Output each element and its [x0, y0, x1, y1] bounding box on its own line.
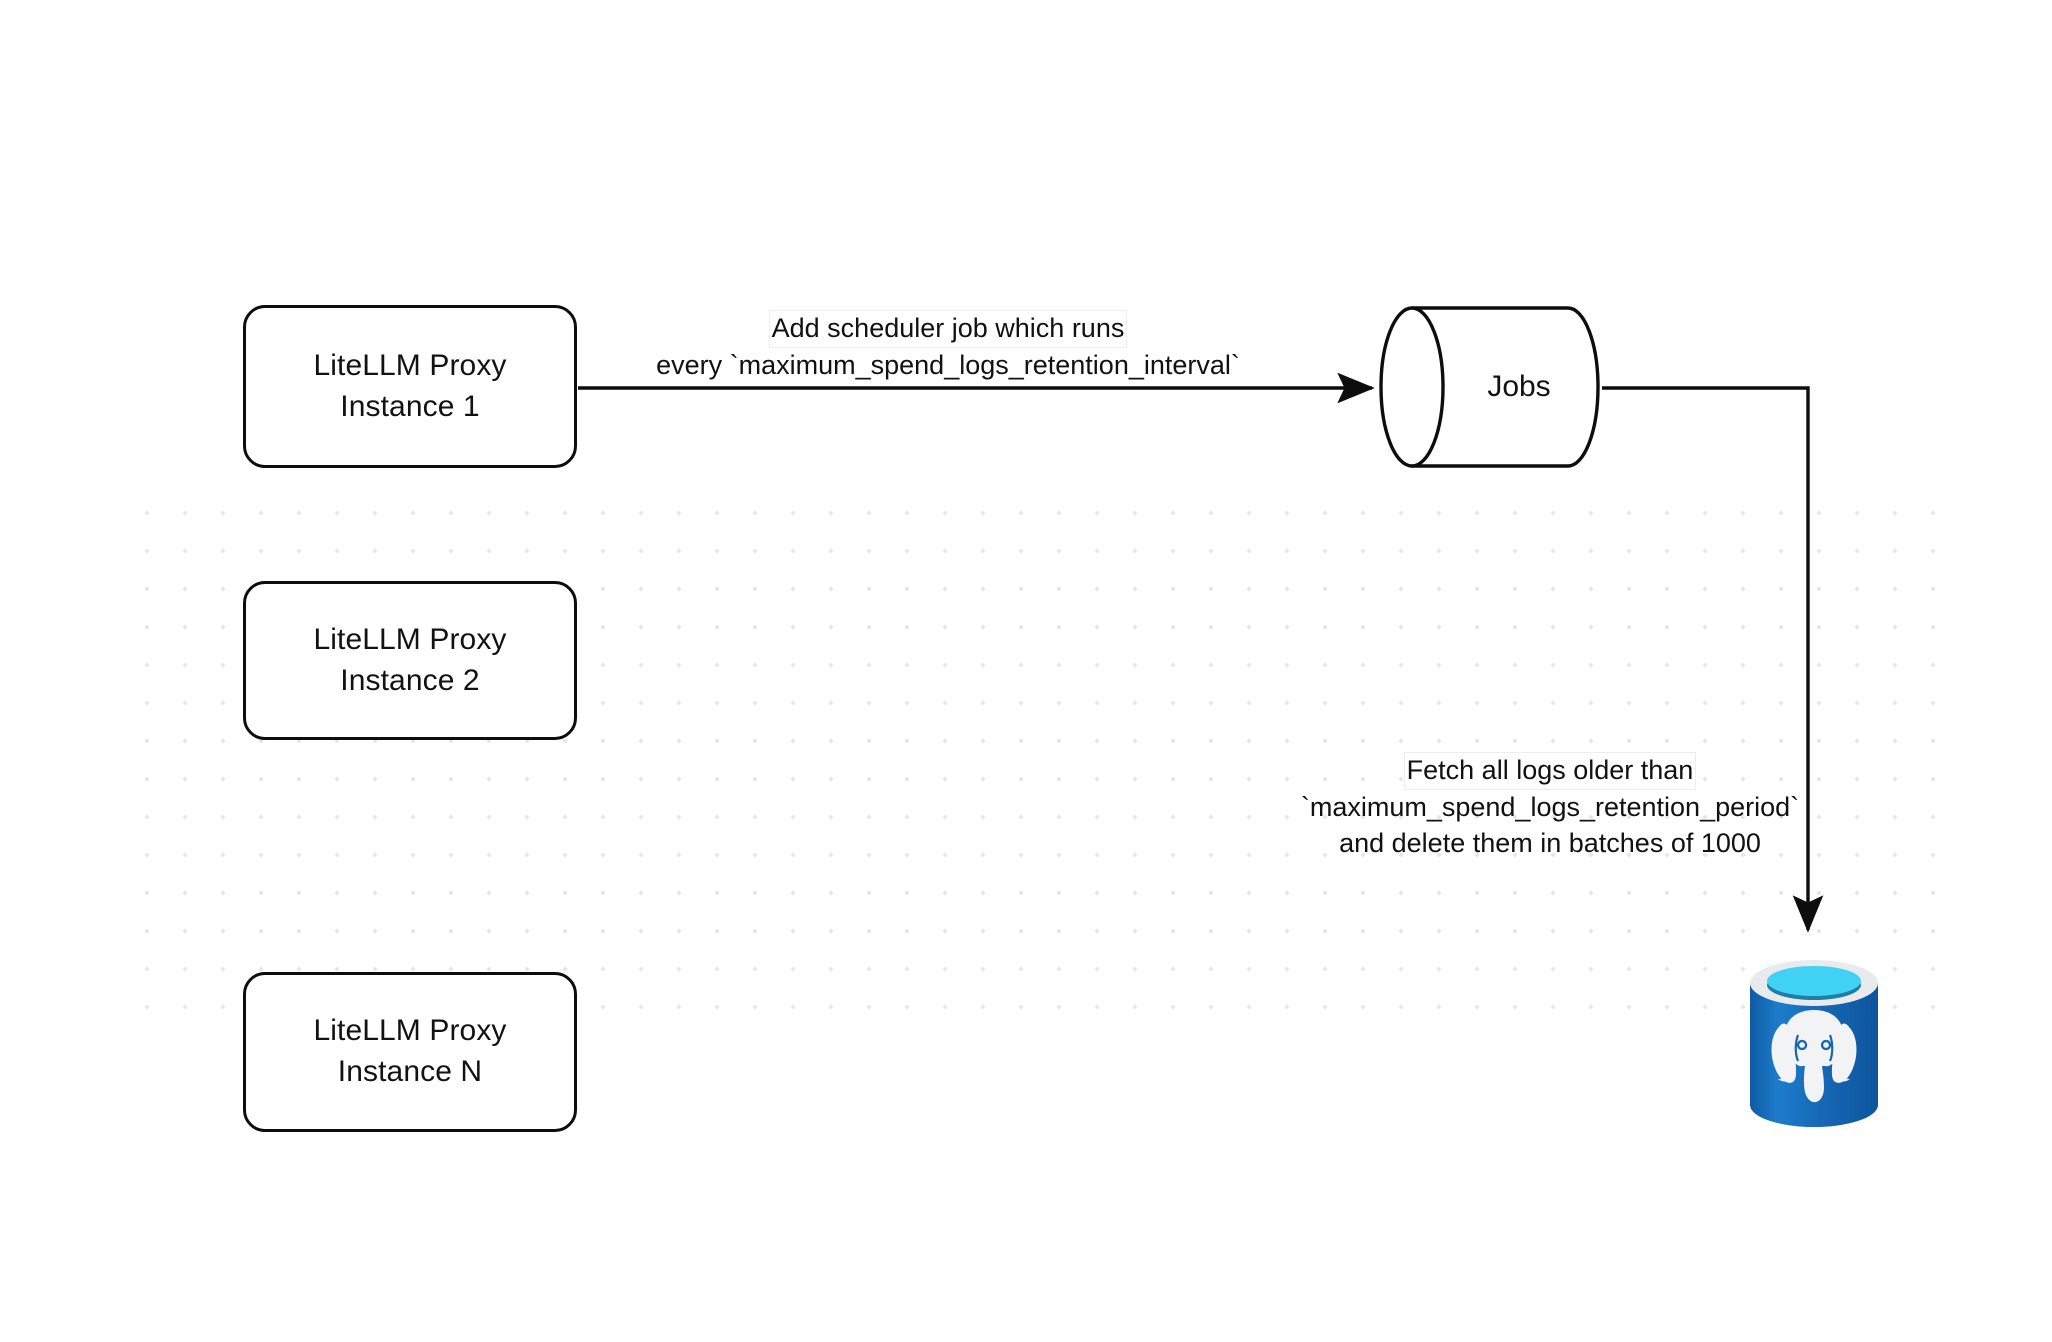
jobs-queue-label: Jobs — [1487, 370, 1551, 403]
edge-jobs-to-database — [1602, 386, 1824, 933]
node-litellm-proxy-instance-2[interactable]: LiteLLM Proxy Instance 2 — [243, 581, 577, 740]
postgresql-icon — [1750, 960, 1878, 1127]
node-jobs-queue[interactable]: Jobs — [1378, 304, 1602, 470]
elephant-glyph — [1771, 1010, 1857, 1103]
node-postgresql-database[interactable] — [1745, 955, 1883, 1133]
node-label-line2: Instance N — [337, 1055, 483, 1088]
node-label-line1: LiteLLM Proxy — [313, 348, 507, 382]
node-litellm-proxy-instance-1[interactable]: LiteLLM Proxy Instance 1 — [243, 305, 577, 468]
jobs-cylinder-shape — [1379, 306, 1600, 468]
node-label-line2: Instance 2 — [340, 663, 480, 697]
elephant-detail-lines — [1794, 1034, 1834, 1062]
db-liquid-surface — [1767, 966, 1861, 996]
node-label-line1: LiteLLM Proxy — [313, 1014, 507, 1048]
node-label-line2: Instance 1 — [340, 389, 480, 423]
node-label-line1: LiteLLM Proxy — [313, 622, 507, 656]
node-litellm-proxy-instance-n[interactable]: LiteLLM Proxy Instance N — [243, 972, 577, 1132]
